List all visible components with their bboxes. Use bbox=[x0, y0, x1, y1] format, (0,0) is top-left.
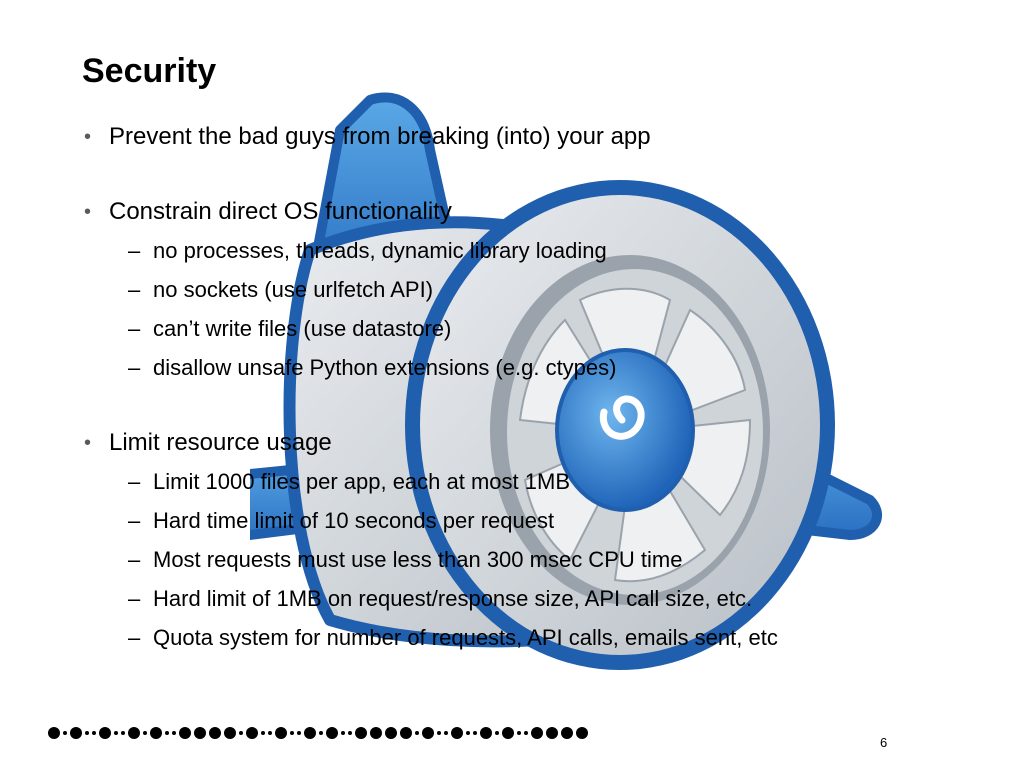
dash-icon: – bbox=[128, 355, 141, 380]
footer-dot-large-icon bbox=[502, 727, 514, 739]
sub-bullet-text: no processes, threads, dynamic library l… bbox=[153, 238, 607, 263]
footer-dot-large-icon bbox=[179, 727, 191, 739]
footer-dot-large-icon bbox=[224, 727, 236, 739]
app-engine-logo-icon bbox=[250, 92, 883, 670]
dash-icon: – bbox=[128, 316, 141, 341]
footer-dot-small-icon bbox=[290, 731, 294, 735]
slide-content: • Prevent the bad guys from breaking (in… bbox=[84, 118, 984, 657]
footer-dot-large-icon bbox=[209, 727, 221, 739]
footer-dot-small-icon bbox=[63, 731, 67, 735]
sub-bullet-text: disallow unsafe Python extensions (e.g. … bbox=[153, 355, 617, 380]
dash-icon: – bbox=[128, 547, 141, 572]
footer-dot-small-icon bbox=[165, 731, 169, 735]
footer-dot-large-icon bbox=[99, 727, 111, 739]
footer-dot-small-icon bbox=[239, 731, 243, 735]
footer-dot-large-icon bbox=[246, 727, 258, 739]
sub-bullet-item: – no sockets (use urlfetch API) bbox=[84, 270, 984, 309]
footer-dot-small-icon bbox=[341, 731, 345, 735]
footer-dot-small-icon bbox=[172, 731, 176, 735]
footer-dot-small-icon bbox=[319, 731, 323, 735]
footer-dot-large-icon bbox=[385, 727, 397, 739]
footer-dot-small-icon bbox=[143, 731, 147, 735]
footer-dot-large-icon bbox=[326, 727, 338, 739]
footer-dot-pattern bbox=[48, 727, 588, 739]
footer-dot-large-icon bbox=[355, 727, 367, 739]
sub-bullet-text: no sockets (use urlfetch API) bbox=[153, 277, 434, 302]
bullet-dot-icon: • bbox=[84, 126, 92, 148]
bullet-text: Limit resource usage bbox=[109, 429, 332, 456]
footer-dot-small-icon bbox=[473, 731, 477, 735]
dash-icon: – bbox=[128, 508, 141, 533]
footer-dot-large-icon bbox=[451, 727, 463, 739]
footer-dot-large-icon bbox=[304, 727, 316, 739]
footer-dot-small-icon bbox=[85, 731, 89, 735]
footer-dot-small-icon bbox=[524, 731, 528, 735]
footer-dot-small-icon bbox=[114, 731, 118, 735]
footer-dot-small-icon bbox=[268, 731, 272, 735]
footer-dot-large-icon bbox=[275, 727, 287, 739]
footer-dot-large-icon bbox=[546, 727, 558, 739]
footer-dot-large-icon bbox=[531, 727, 543, 739]
footer-dot-large-icon bbox=[194, 727, 206, 739]
footer-dot-large-icon bbox=[422, 727, 434, 739]
sub-bullet-text: Limit 1000 files per app, each at most 1… bbox=[153, 469, 570, 494]
footer-dot-small-icon bbox=[517, 731, 521, 735]
footer-dot-large-icon bbox=[576, 727, 588, 739]
sub-bullet-item: – Limit 1000 files per app, each at most… bbox=[84, 462, 984, 501]
page-number: 6 bbox=[880, 735, 888, 750]
bullet-dot-icon: • bbox=[84, 201, 92, 223]
footer-dot-large-icon bbox=[480, 727, 492, 739]
bullet-item: • Prevent the bad guys from breaking (in… bbox=[84, 118, 984, 156]
sub-bullet-item: – Most requests must use less than 300 m… bbox=[84, 540, 984, 579]
dash-icon: – bbox=[128, 625, 141, 650]
sub-bullet-item: – disallow unsafe Python extensions (e.g… bbox=[84, 348, 984, 387]
sub-bullet-text: Hard time limit of 10 seconds per reques… bbox=[153, 508, 555, 533]
dash-icon: – bbox=[128, 277, 141, 302]
slide-title: Security bbox=[82, 52, 217, 90]
footer-dot-small-icon bbox=[92, 731, 96, 735]
footer-dot-small-icon bbox=[466, 731, 470, 735]
dash-icon: – bbox=[128, 469, 141, 494]
footer-dot-small-icon bbox=[121, 731, 125, 735]
footer-dot-large-icon bbox=[70, 727, 82, 739]
sub-bullet-text: can’t write files (use datastore) bbox=[153, 316, 452, 341]
sub-bullet-item: – Hard limit of 1MB on request/response … bbox=[84, 579, 984, 618]
bullet-dot-icon: • bbox=[84, 432, 92, 454]
footer-dot-small-icon bbox=[415, 731, 419, 735]
bullet-item: • Constrain direct OS functionality bbox=[84, 193, 984, 231]
footer-dot-large-icon bbox=[561, 727, 573, 739]
footer-dot-small-icon bbox=[444, 731, 448, 735]
footer-dot-large-icon bbox=[370, 727, 382, 739]
sub-bullet-text: Hard limit of 1MB on request/response si… bbox=[153, 586, 753, 611]
footer-dot-small-icon bbox=[348, 731, 352, 735]
bullet-text: Constrain direct OS functionality bbox=[109, 198, 452, 225]
footer-dot-large-icon bbox=[48, 727, 60, 739]
footer-dot-small-icon bbox=[297, 731, 301, 735]
sub-bullet-item: – Quota system for number of requests, A… bbox=[84, 618, 984, 657]
footer-dot-large-icon bbox=[400, 727, 412, 739]
sub-bullet-text: Most requests must use less than 300 mse… bbox=[153, 547, 683, 572]
sub-bullet-text: Quota system for number of requests, API… bbox=[153, 625, 778, 650]
sub-bullet-item: – Hard time limit of 10 seconds per requ… bbox=[84, 501, 984, 540]
footer-dot-small-icon bbox=[437, 731, 441, 735]
footer-dot-large-icon bbox=[128, 727, 140, 739]
footer-dot-small-icon bbox=[495, 731, 499, 735]
sub-bullet-item: – no processes, threads, dynamic library… bbox=[84, 231, 984, 270]
dash-icon: – bbox=[128, 586, 141, 611]
dash-icon: – bbox=[128, 238, 141, 263]
footer-dot-small-icon bbox=[261, 731, 265, 735]
sub-bullet-item: – can’t write files (use datastore) bbox=[84, 309, 984, 348]
footer-dot-large-icon bbox=[150, 727, 162, 739]
bullet-item: • Limit resource usage bbox=[84, 424, 984, 462]
bullet-text: Prevent the bad guys from breaking (into… bbox=[109, 123, 651, 150]
